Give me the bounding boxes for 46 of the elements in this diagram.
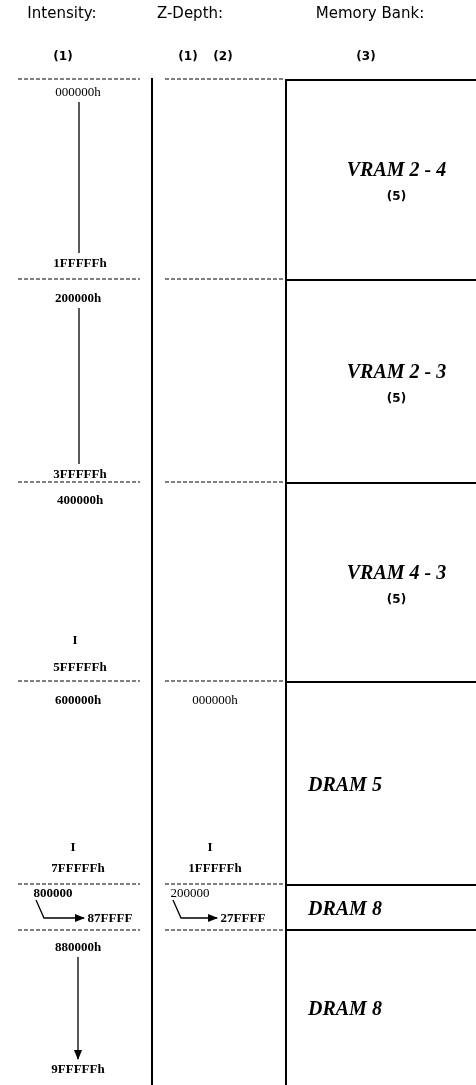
arrow [35, 899, 85, 922]
address-label: 200000h [47, 291, 109, 305]
address-label: 87FFFF [84, 911, 136, 925]
bank-label: DRAM 8 [308, 996, 382, 1020]
memory-bank-box [285, 482, 476, 682]
memory-bank-box [285, 681, 476, 885]
note-number: (5) [386, 189, 407, 203]
address-label: 5FFFFFh [52, 660, 108, 674]
address-label: 800000 [28, 886, 78, 900]
range-line [78, 101, 80, 254]
column-header: Z-Depth: [155, 3, 225, 23]
bank-label: DRAM 5 [308, 772, 382, 796]
address-label: 880000h [47, 940, 109, 954]
note-number: (1) [177, 48, 199, 64]
bank-label: VRAM 2 - 4 [346, 158, 447, 181]
note-number: (5) [386, 591, 407, 606]
address-label: 200000 [165, 886, 215, 900]
address-label: 000000h [48, 85, 108, 99]
column-header: Intensity: [26, 3, 98, 23]
address-label: 1FFFFFh [49, 256, 111, 270]
note-number: (5) [386, 390, 407, 405]
address-label: 7FFFFFh [50, 861, 106, 875]
note-number: (3) [355, 48, 377, 64]
address-label: 000000h [191, 693, 239, 707]
column-header: Memory Bank: [314, 3, 426, 23]
note-number: (1) [52, 48, 74, 64]
marker-letter: I [69, 840, 77, 854]
arrow [74, 956, 82, 1060]
marker-letter: I [206, 840, 214, 854]
memory-bank-box [285, 929, 476, 1085]
memory-bank-box [285, 884, 476, 930]
note-number: (2) [212, 48, 234, 64]
memory-bank-box [285, 279, 476, 483]
arrow [172, 899, 218, 922]
bank-label: VRAM 2 - 3 [346, 359, 447, 383]
address-label: 9FFFFFh [47, 1062, 109, 1076]
address-label: 400000h [55, 493, 105, 507]
address-label: 1FFFFFh [187, 861, 243, 875]
bank-label: DRAM 8 [308, 896, 382, 920]
bank-label: VRAM 4 - 3 [346, 560, 447, 584]
marker-letter: I [71, 633, 79, 647]
address-label: 3FFFFFh [49, 467, 111, 481]
memory-bank-box [285, 79, 476, 280]
address-label: 27FFFF [217, 911, 269, 925]
address-label: 600000h [53, 693, 103, 707]
range-line [78, 307, 80, 465]
